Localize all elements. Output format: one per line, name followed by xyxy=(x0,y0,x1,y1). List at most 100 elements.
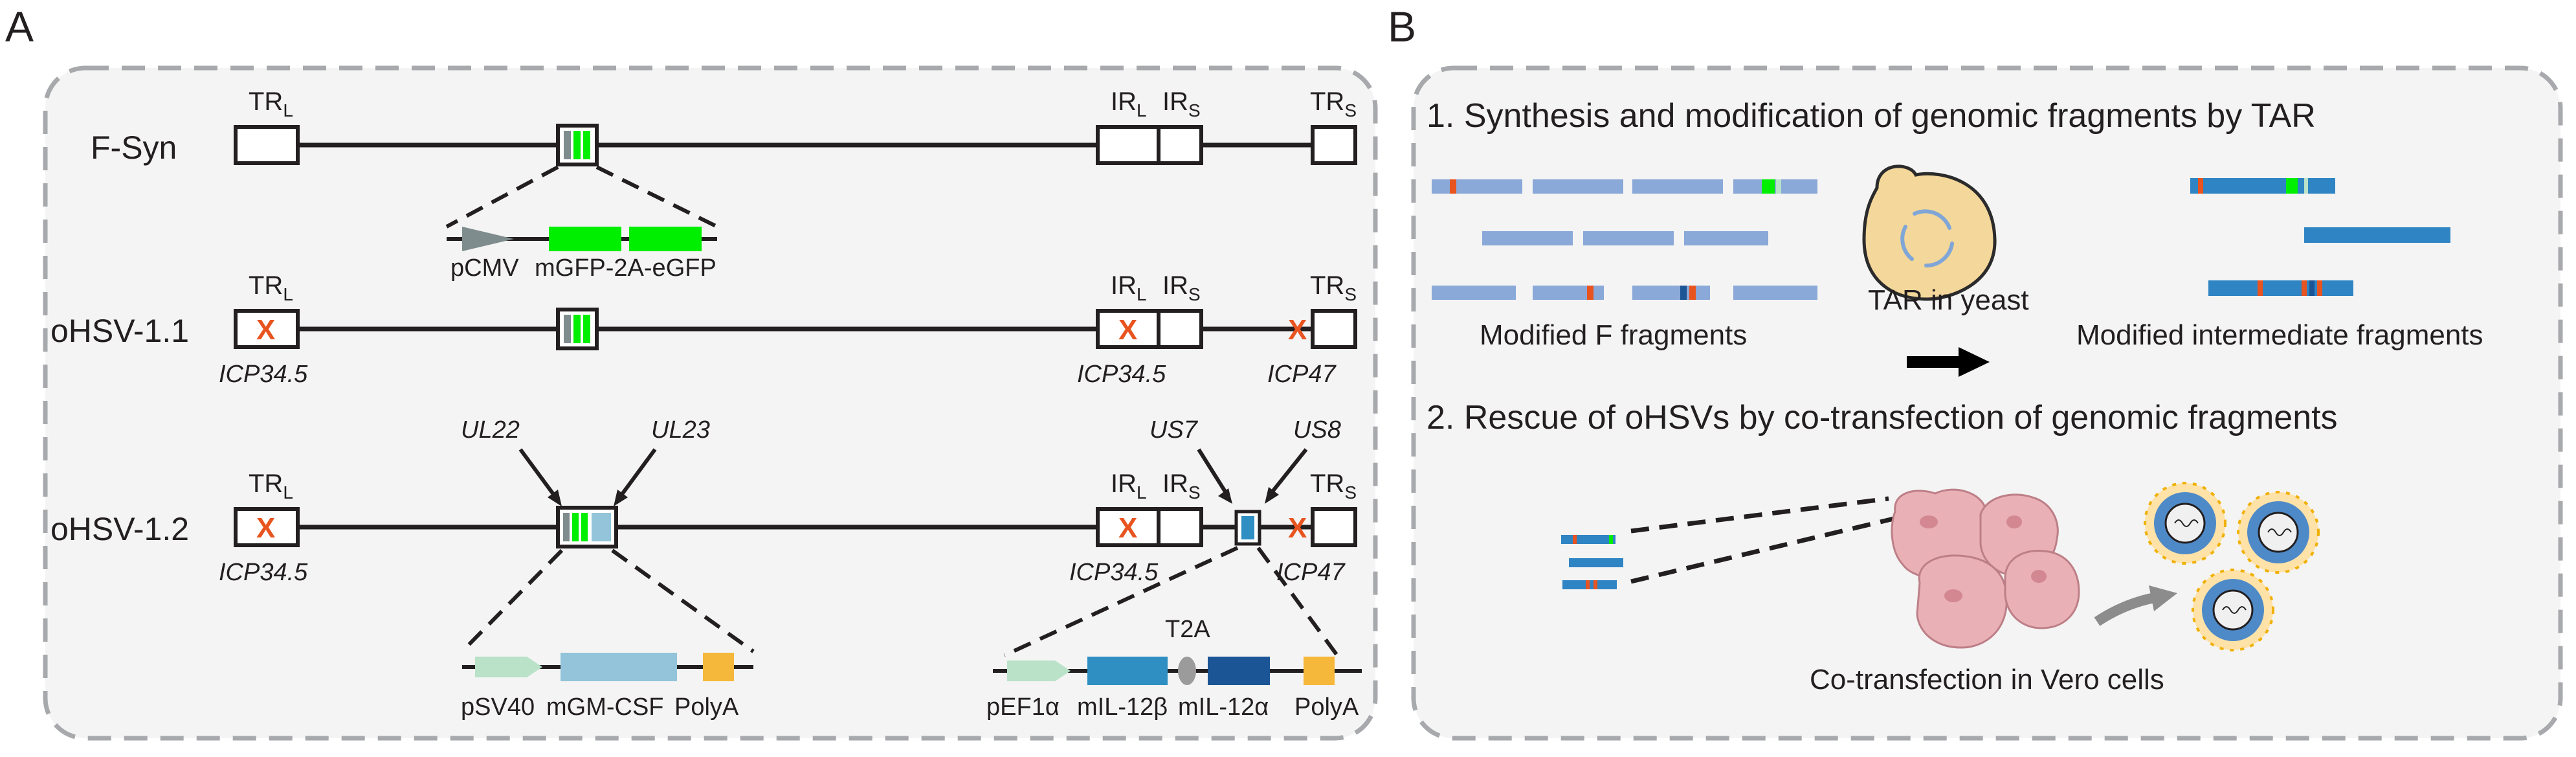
us8-arrowhead xyxy=(1265,487,1279,504)
yeast-cell xyxy=(1862,164,1997,301)
icp47-label: ICP47 xyxy=(1276,559,1346,586)
irs-box xyxy=(1157,309,1203,349)
trs-label: TRS xyxy=(1310,87,1357,120)
fragment xyxy=(2190,178,2335,194)
polya-block xyxy=(1304,657,1335,685)
t2a-label: T2A xyxy=(1165,616,1210,643)
fragment xyxy=(1733,286,1817,300)
gfp-block-2 xyxy=(629,227,702,251)
promoter-label: pSV40 xyxy=(461,694,535,721)
polya-label: PolyA xyxy=(674,694,739,721)
vero-caption: Co-transfection in Vero cells xyxy=(1810,664,2164,695)
gene1-label: mIL-12β xyxy=(1077,694,1168,721)
trl-box xyxy=(234,309,300,349)
trl-label: TRL xyxy=(249,271,293,304)
virion-icon xyxy=(2237,491,2320,574)
icp34-right-label: ICP34.5 xyxy=(1069,559,1159,586)
genome-f-syn: F-Syn TRL IRL IRS TRS xyxy=(91,87,1357,166)
fragment xyxy=(1684,231,1768,245)
irl-label: IRL xyxy=(1111,87,1147,120)
irs-label: IRS xyxy=(1162,271,1201,304)
vero-cells xyxy=(1891,488,2080,649)
icp47-label: ICP47 xyxy=(1267,361,1337,388)
us8-label: US8 xyxy=(1293,416,1341,444)
genome-name: oHSV-1.1 xyxy=(50,313,189,349)
irs-label: IRS xyxy=(1162,87,1201,120)
trs-box xyxy=(1311,309,1357,349)
panel-a-letter: A xyxy=(5,3,34,51)
step1-title: 1. Synthesis and modification of genomic… xyxy=(1427,97,2316,135)
fragment xyxy=(1583,231,1674,245)
gmcsf-cassette: pSV40 mGM-CSF PolyA xyxy=(460,548,755,721)
gmcsf-block xyxy=(561,653,677,681)
promoter-arrow xyxy=(475,657,542,677)
fragment xyxy=(2208,280,2353,296)
trl-box xyxy=(234,507,300,547)
gfp-insert xyxy=(556,124,599,166)
fragment xyxy=(1733,179,1817,194)
delete-mark: X xyxy=(256,314,275,346)
promoter-label: pCMV xyxy=(450,254,519,282)
ul22-label: UL22 xyxy=(461,416,520,444)
ul23-pointer xyxy=(617,448,657,500)
fragment xyxy=(2304,227,2450,243)
irs-box xyxy=(1157,507,1203,547)
delete-mark: X xyxy=(1288,314,1307,346)
irs-box xyxy=(1157,125,1203,165)
delete-mark: X xyxy=(1288,512,1307,544)
irl-box xyxy=(1096,125,1160,165)
ul22-pointer xyxy=(518,448,559,500)
gene-label: mGM-CSF xyxy=(546,694,664,721)
virion-icon xyxy=(2144,482,2226,565)
t2a-oval xyxy=(1178,657,1196,685)
promoter-arrow xyxy=(462,227,514,251)
right-arrow-icon xyxy=(1907,347,1990,377)
virion-icon xyxy=(2192,569,2274,651)
irl-label: IRL xyxy=(1111,271,1147,304)
trl-box xyxy=(234,125,300,165)
il12-cassette: T2A pEF1α mIL-12β mIL-12α PolyA xyxy=(986,546,1362,721)
ul23-label: UL23 xyxy=(651,416,710,444)
us8-pointer xyxy=(1268,448,1308,496)
intermediate-fragments xyxy=(2190,178,2450,296)
icp34-right-label: ICP34.5 xyxy=(1077,361,1166,388)
delete-mark: X xyxy=(1118,512,1137,544)
polya-block xyxy=(703,653,734,681)
il12-insert xyxy=(1234,510,1261,546)
genome-ohsv-1-2: oHSV-1.2 X TRL ICP34.5 UL22 UL23 X IRL I… xyxy=(50,416,1357,586)
f-fragments xyxy=(1432,179,1817,300)
panel-a-frame xyxy=(43,65,1378,741)
il12b-block xyxy=(1087,657,1168,685)
fragment xyxy=(1482,231,1573,245)
trl-label: TRL xyxy=(249,87,293,120)
gfp-cassette: pCMV mGFP-2A-eGFP xyxy=(445,165,718,282)
f-fragments-caption: Modified F fragments xyxy=(1480,319,1747,351)
trl-label: TRL xyxy=(249,469,293,503)
intermediate-caption: Modified intermediate fragments xyxy=(2076,319,2483,351)
gfp-block-1 xyxy=(549,227,621,251)
icp34-left-label: ICP34.5 xyxy=(219,361,308,388)
irl-label: IRL xyxy=(1111,469,1147,503)
gmcsf-insert xyxy=(556,506,618,548)
trs-box xyxy=(1311,125,1357,165)
promoter-arrow xyxy=(1007,661,1071,681)
trs-box xyxy=(1311,507,1357,547)
gene2-label: mIL-12α xyxy=(1178,694,1269,721)
step2-title: 2. Rescue of oHSVs by co-transfection of… xyxy=(1427,399,2338,436)
fragment xyxy=(1432,179,1522,194)
promoter-label: pEF1α xyxy=(986,694,1060,721)
us7-pointer xyxy=(1197,448,1229,496)
fragment xyxy=(1432,286,1516,300)
delete-mark: X xyxy=(256,512,275,544)
genome-ohsv-1-1: oHSV-1.1 X TRL ICP34.5 X IRL IRS ICP34.5… xyxy=(50,271,1357,388)
irs-label: IRS xyxy=(1162,469,1201,503)
fragment xyxy=(1632,179,1723,194)
il12a-block xyxy=(1208,657,1270,685)
icp34-left-label: ICP34.5 xyxy=(219,559,308,586)
gfp-insert xyxy=(556,308,599,350)
gene-label: mGFP-2A-eGFP xyxy=(535,254,716,282)
genome-name: F-Syn xyxy=(91,130,177,166)
ul23-arrowhead xyxy=(614,490,628,506)
panel-b-letter: B xyxy=(1388,3,1416,51)
